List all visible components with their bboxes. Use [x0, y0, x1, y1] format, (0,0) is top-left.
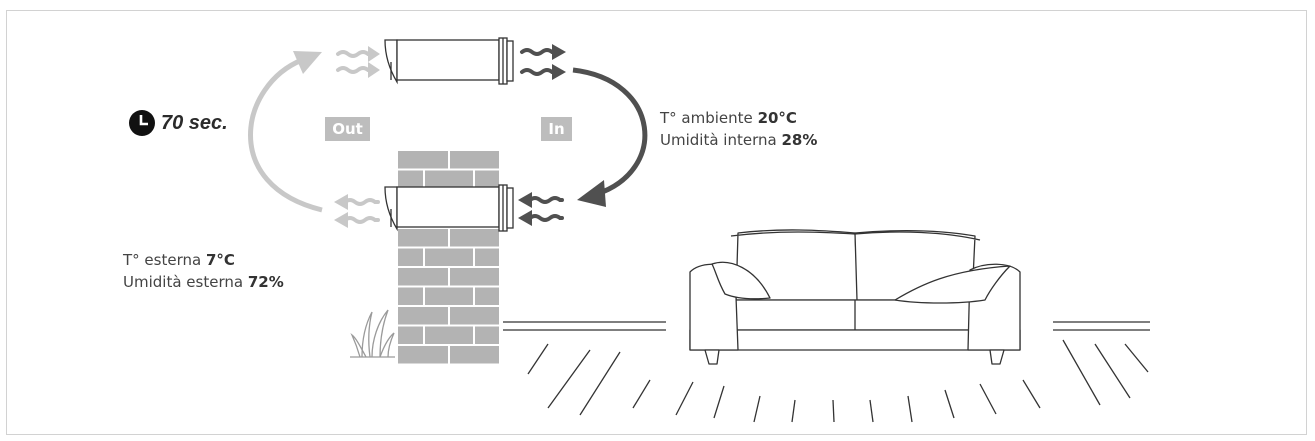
outdoor-info: T° esterna 7°C Umidità esterna 72%: [123, 249, 284, 293]
airflow-out-bottom: [334, 194, 380, 228]
grass-icon: [350, 309, 395, 358]
outdoor-temp-label: T° esterna: [123, 251, 202, 269]
airflow-in-bottom: [518, 192, 564, 226]
in-tag: In: [541, 117, 572, 141]
airflow-out-top: [336, 46, 380, 78]
outdoor-temp-value: 7°C: [205, 251, 235, 269]
cycle-arrow-out-head: [293, 51, 322, 74]
clock-icon: [129, 110, 155, 136]
outdoor-humidity-value: 72%: [247, 273, 284, 291]
indoor-humidity-label: Umidità interna: [660, 131, 777, 149]
airflow-in-top: [520, 44, 566, 80]
indoor-temp-label: T° ambiente: [660, 109, 753, 127]
cycle-arrow-out: [248, 57, 323, 213]
diagram-frame: [6, 10, 1307, 435]
cycle-arrow-in-head: [577, 180, 606, 207]
brick-wall-icon: [398, 149, 499, 366]
indoor-info: T° ambiente 20°C Umidità interna 28%: [660, 107, 817, 151]
out-tag: Out: [325, 117, 370, 141]
upper-vent-unit: [384, 37, 514, 85]
floor-lines: [503, 321, 1150, 423]
timer-label: 70 sec.: [161, 111, 228, 134]
timer-readout: 70 sec.: [128, 109, 228, 137]
outdoor-humidity-label: Umidità esterna: [123, 273, 244, 291]
sofa-icon: [689, 229, 1021, 365]
cycle-arrow-in: [572, 67, 648, 197]
indoor-temp-value: 20°C: [757, 109, 797, 127]
indoor-humidity-value: 28%: [781, 131, 818, 149]
lower-vent-unit: [384, 184, 514, 232]
